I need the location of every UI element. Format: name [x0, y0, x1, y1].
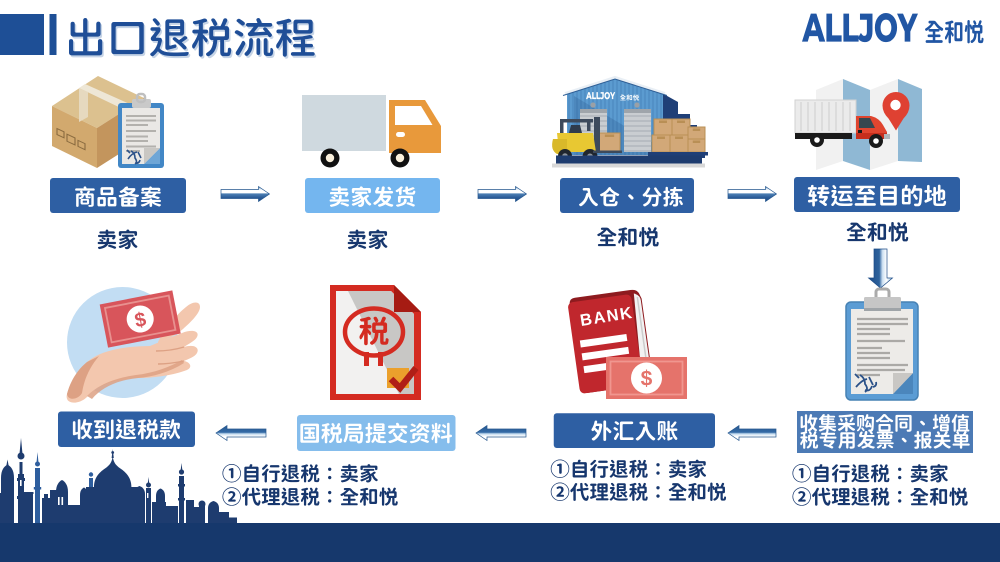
svg-text:$: $	[133, 309, 148, 333]
svg-text:$: $	[641, 368, 653, 391]
